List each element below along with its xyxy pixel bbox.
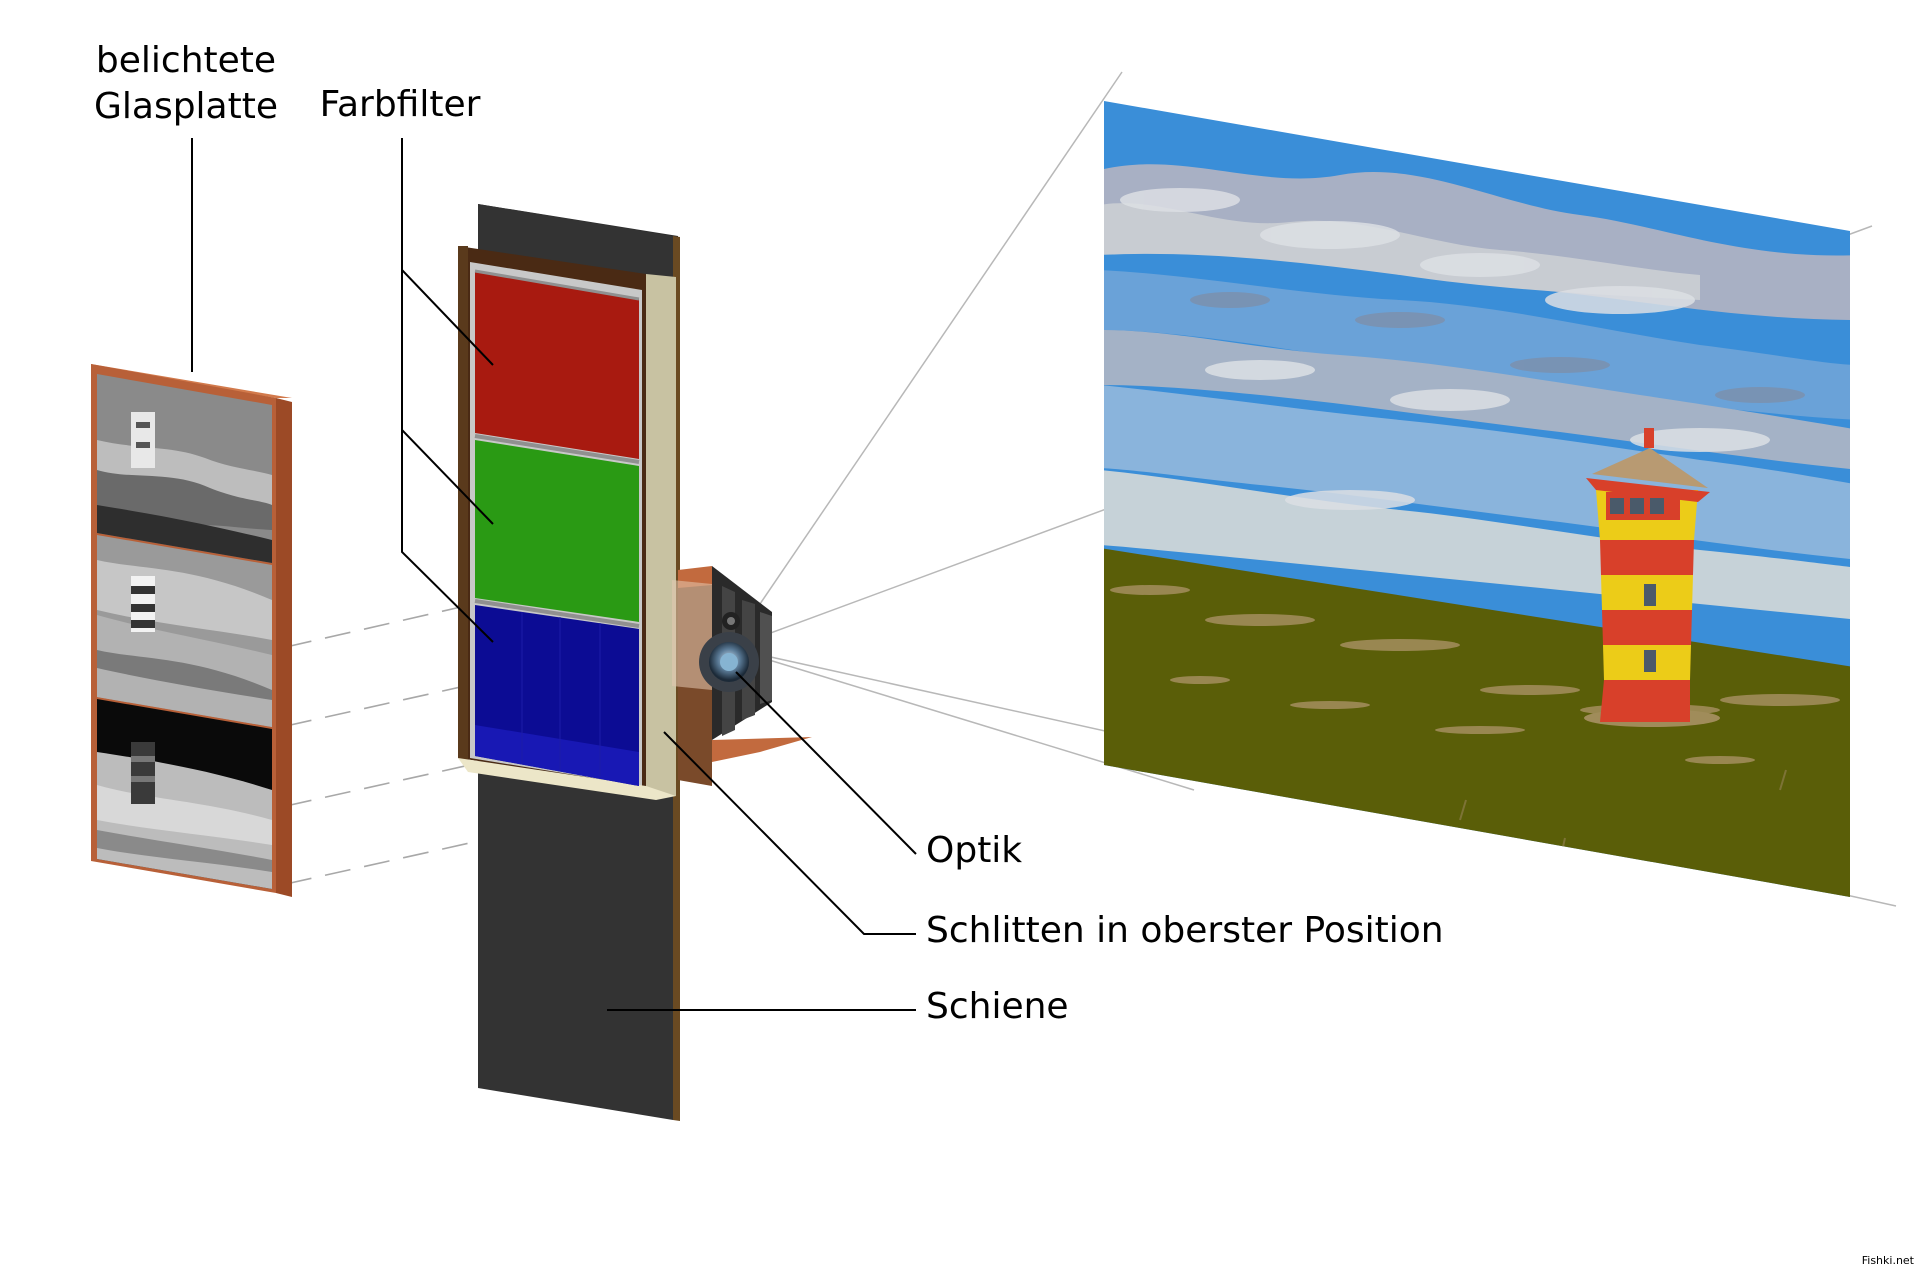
red-filter: [475, 271, 639, 459]
exposed-glass-plate: [91, 364, 292, 897]
leader-lines: [191, 138, 917, 1011]
rail-label: Schiene: [926, 986, 1069, 1027]
watermark: Fishki.net: [1862, 1254, 1915, 1267]
color-filters: [474, 269, 640, 786]
glass-plate-label-line1: belichtete: [96, 40, 276, 81]
color-filter-label: Farbfilter: [320, 84, 481, 125]
optics-leader: [735, 671, 917, 855]
sled-leader: [663, 731, 916, 935]
projected-image: [1104, 101, 1850, 897]
sled-label: Schlitten in oberster Position: [926, 910, 1444, 951]
glass-plate-label-line2: Glasplatte: [94, 86, 278, 127]
optics-label: Optik: [926, 830, 1022, 871]
plate-to-filter-dashed-lines: [285, 603, 475, 885]
camera-optics: [672, 566, 812, 786]
lighthouse-icon: [1584, 428, 1720, 727]
green-filter: [475, 440, 639, 622]
